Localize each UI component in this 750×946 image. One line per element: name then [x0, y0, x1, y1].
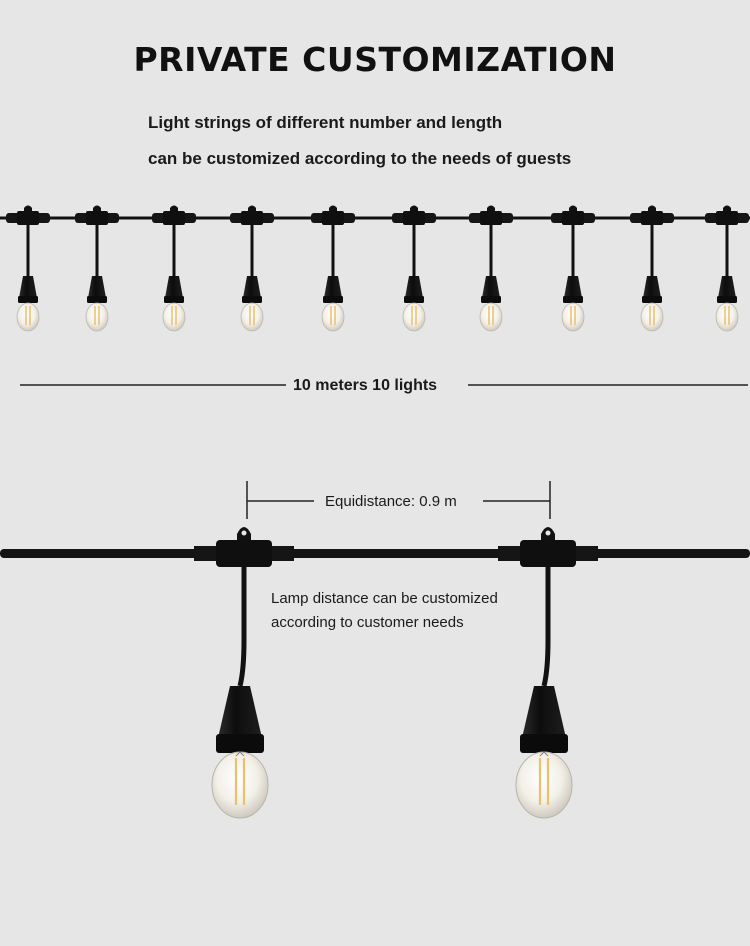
small-bulb: [392, 205, 436, 332]
small-bulb: [705, 205, 749, 332]
large-string-cable: [0, 549, 750, 558]
small-bulb: [230, 205, 274, 332]
small-bulb: [630, 205, 674, 332]
lamp-note-line-1: Lamp distance can be customized: [271, 590, 498, 607]
length-label: 10 meters 10 lights: [293, 377, 438, 394]
small-bulb: [152, 205, 196, 332]
subtitle-line-2: can be customized according to the needs…: [148, 149, 572, 168]
page-title: PRIVATE CUSTOMIZATION: [133, 40, 617, 79]
small-bulb: [469, 205, 513, 332]
small-bulb: [75, 205, 119, 332]
large-bulb: [498, 527, 598, 819]
small-bulb: [311, 205, 355, 332]
spacing-label: Equidistance: 0.9 m: [325, 493, 457, 510]
lamp-note-line-2: according to customer needs: [271, 614, 464, 631]
large-bulbs-group: [194, 527, 598, 819]
small-bulbs-group: [6, 205, 749, 332]
subtitle-line-1: Light strings of different number and le…: [148, 113, 503, 132]
small-bulb: [6, 205, 50, 332]
small-bulb: [551, 205, 595, 332]
large-bulb: [194, 527, 294, 819]
